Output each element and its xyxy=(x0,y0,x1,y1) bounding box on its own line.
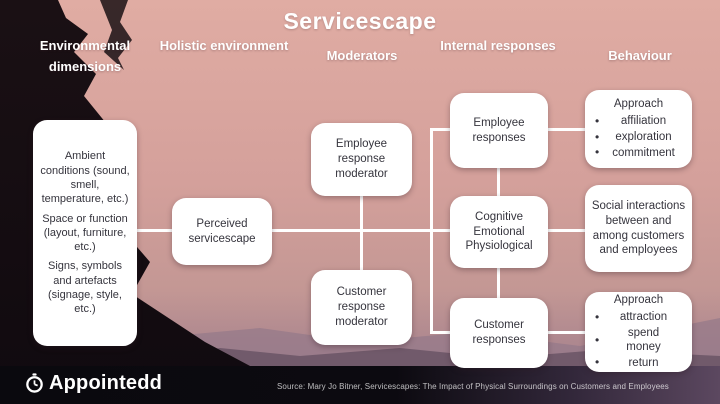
approach-heading: Approach xyxy=(613,294,664,306)
column-header-holistic-environment: Holistic environment xyxy=(159,38,289,53)
bullet-label: affiliation xyxy=(620,115,667,128)
connector-employee-behaviour xyxy=(548,128,586,131)
social-interactions-box: Social interactions between and among cu… xyxy=(585,185,692,272)
environmental-dimensions-box: Ambient conditions (sound, smell, temper… xyxy=(33,120,137,346)
customer-response-moderator-box: Customer response moderator xyxy=(311,270,412,345)
connector-customer-behaviour xyxy=(548,331,586,334)
perceived-servicescape-box: Perceived servicescape xyxy=(172,198,272,265)
employee-response-moderator-box: Employee response moderator xyxy=(311,123,412,196)
space-function-text: Space or function (layout, furniture, et… xyxy=(42,212,128,254)
bullet-item: • attraction xyxy=(591,310,686,326)
bullet-icon: • xyxy=(595,309,600,324)
logo-text: Appointedd xyxy=(49,372,163,394)
bullet-icon: • xyxy=(595,145,600,160)
connector-customer-responses xyxy=(430,331,452,334)
connector-main-horizontal xyxy=(137,229,450,232)
bullet-item: • commitment xyxy=(591,145,686,161)
ambient-conditions-text: Ambient conditions (sound, smell, temper… xyxy=(40,150,130,206)
bullet-item: • affiliation xyxy=(591,114,686,130)
appointedd-logo: Appointedd xyxy=(24,372,162,395)
customer-responses-box: Customer responses xyxy=(450,298,548,368)
internal-states-box: Cognitive Emotional Physiological xyxy=(450,196,548,268)
column-header-moderators: Moderators xyxy=(326,48,398,63)
bullet-item: • exploration xyxy=(591,130,686,146)
connector-social-interactions xyxy=(548,229,586,232)
connector-employee-to-internal xyxy=(497,168,500,198)
bullet-item: • return xyxy=(591,355,686,371)
connector-moderators-vertical xyxy=(360,196,363,270)
bullet-label: return xyxy=(628,356,659,369)
bullet-icon: • xyxy=(595,355,600,370)
column-header-environmental-dimensions: Environmental dimensions xyxy=(39,38,131,74)
connector-responses-rail xyxy=(430,128,433,334)
employee-behaviour-box: Approach • affiliation • exploration • c… xyxy=(585,90,692,168)
employee-responses-box: Employee responses xyxy=(450,93,548,168)
clock-icon xyxy=(26,373,43,393)
column-header-behaviour: Behaviour xyxy=(608,48,672,63)
page-title: Servicescape xyxy=(283,8,437,34)
connector-employee-responses xyxy=(430,128,452,131)
signs-symbols-text: Signs, symbols and artefacts (signage, s… xyxy=(48,260,122,316)
bullet-icon: • xyxy=(595,332,600,347)
bullet-icon: • xyxy=(595,114,600,129)
customer-behaviour-box: Approach • attraction • spend money • re… xyxy=(585,292,692,372)
bullet-icon: • xyxy=(595,129,600,144)
bullet-label: attraction xyxy=(619,311,668,324)
approach-heading: Approach xyxy=(613,98,664,111)
bullet-label: spend money xyxy=(626,326,661,354)
source-citation: Source: Mary Jo Bitner, Servicescapes: T… xyxy=(277,382,669,391)
bullet-label: commitment xyxy=(612,146,675,159)
column-header-internal-responses: Internal responses xyxy=(440,38,556,53)
connector-internal-to-customer xyxy=(497,266,500,300)
bullet-label: exploration xyxy=(615,131,672,143)
bullet-item: • spend money xyxy=(591,326,686,356)
